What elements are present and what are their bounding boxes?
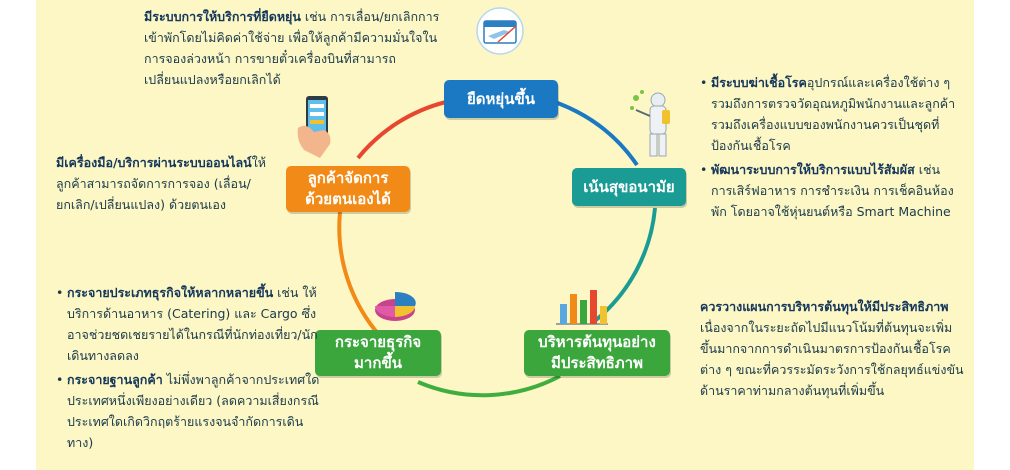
pie-chart-icon [372,286,418,324]
bar-chart-icon [554,286,610,326]
flexible-body: เช่น การเลื่อน/ยกเลิกการเข้าพักโดยไม่คิด… [144,9,440,87]
diversify-business-heading: กระจายประเภทธุรกิจให้หลากหลายขึ้น [67,285,274,300]
online-description: มีเครื่องมือ/บริการผ่านระบบออนไลน์ให้ลูก… [56,152,272,215]
hygiene-description: มีระบบฆ่าเชื้อโรคอุปกรณ์และเครื่องใช้ต่า… [700,72,962,222]
diversify-customers-body: ไม่พึ่งพาลูกค้าจากประเทศใดประเทศหนึ่งเพี… [67,372,320,450]
node-cost-management: บริหารต้นทุนอย่าง มีประสิทธิภาพ [524,330,670,376]
diversify-bullet-customers: กระจายฐานลูกค้า ไม่พึ่งพาลูกค้าจากประเทศ… [56,369,328,453]
node-diversify: กระจายธุรกิจ มากขึ้น [315,330,441,376]
hygiene-bullet-disinfection: มีระบบฆ่าเชื้อโรคอุปกรณ์และเครื่องใช้ต่า… [700,72,962,156]
hygiene-bullet-contactless: พัฒนาระบบการให้บริการแบบไร้สัมผัส เช่น ก… [700,159,962,222]
cost-body: เนื่องจากในระยะถัดไปมีแนวโน้มที่ต้นทุนจะ… [700,320,964,398]
diversify-description: กระจายประเภทธุรกิจให้หลากหลายขึ้น เช่น ใ… [56,282,328,453]
node-flexible: ยืดหยุ่นขึ้น [444,80,558,118]
cost-heading: ควรวางแผนการบริหารต้นทุนให้มีประสิทธิภาพ [700,299,949,314]
calendar-flight-icon [474,6,526,56]
diversify-business-body: เช่น ให้บริการด้านอาหาร (Catering) และ C… [67,285,318,363]
cost-description: ควรวางแผนการบริหารต้นทุนให้มีประสิทธิภาพ… [700,296,964,401]
hygiene-disinfection-heading: มีระบบฆ่าเชื้อโรค [711,75,807,90]
left-margin [0,0,36,470]
hygiene-contactless-body: เช่น การเสิร์ฟอาหาร การชำระเงิน การเช็คอ… [711,162,954,219]
node-self-service: ลูกค้าจัดการ ด้วยตนเองได้ [286,166,410,212]
diversify-customers-heading: กระจายฐานลูกค้า [67,372,163,387]
online-heading: มีเครื่องมือ/บริการผ่านระบบออนไลน์ [56,155,252,170]
flexible-heading: มีระบบการให้บริการที่ยืดหยุ่น [144,9,301,24]
ring-arc-green [417,374,561,398]
phone-hand-icon [290,94,346,160]
online-body: ให้ลูกค้าสามารถจัดการการจอง (เลื่อน/ยกเล… [56,155,267,212]
hygiene-contactless-heading: พัฒนาระบบการให้บริการแบบไร้สัมผัส [711,162,915,177]
hygiene-disinfection-body: อุปกรณ์และเครื่องใช้ต่าง ๆ รวมถึงการตรวจ… [711,75,956,153]
ring-arc-red [356,100,447,160]
node-hygiene: เน้นสุขอนามัย [572,168,686,206]
right-margin [974,0,1010,470]
ring-arc-orange [337,211,382,338]
ring-arc-teal [594,207,657,322]
flexible-description: มีระบบการให้บริการที่ยืดหยุ่น เช่น การเล… [144,6,454,90]
disinfection-worker-icon [630,88,676,162]
diversify-bullet-business: กระจายประเภทธุรกิจให้หลากหลายขึ้น เช่น ใ… [56,282,328,366]
